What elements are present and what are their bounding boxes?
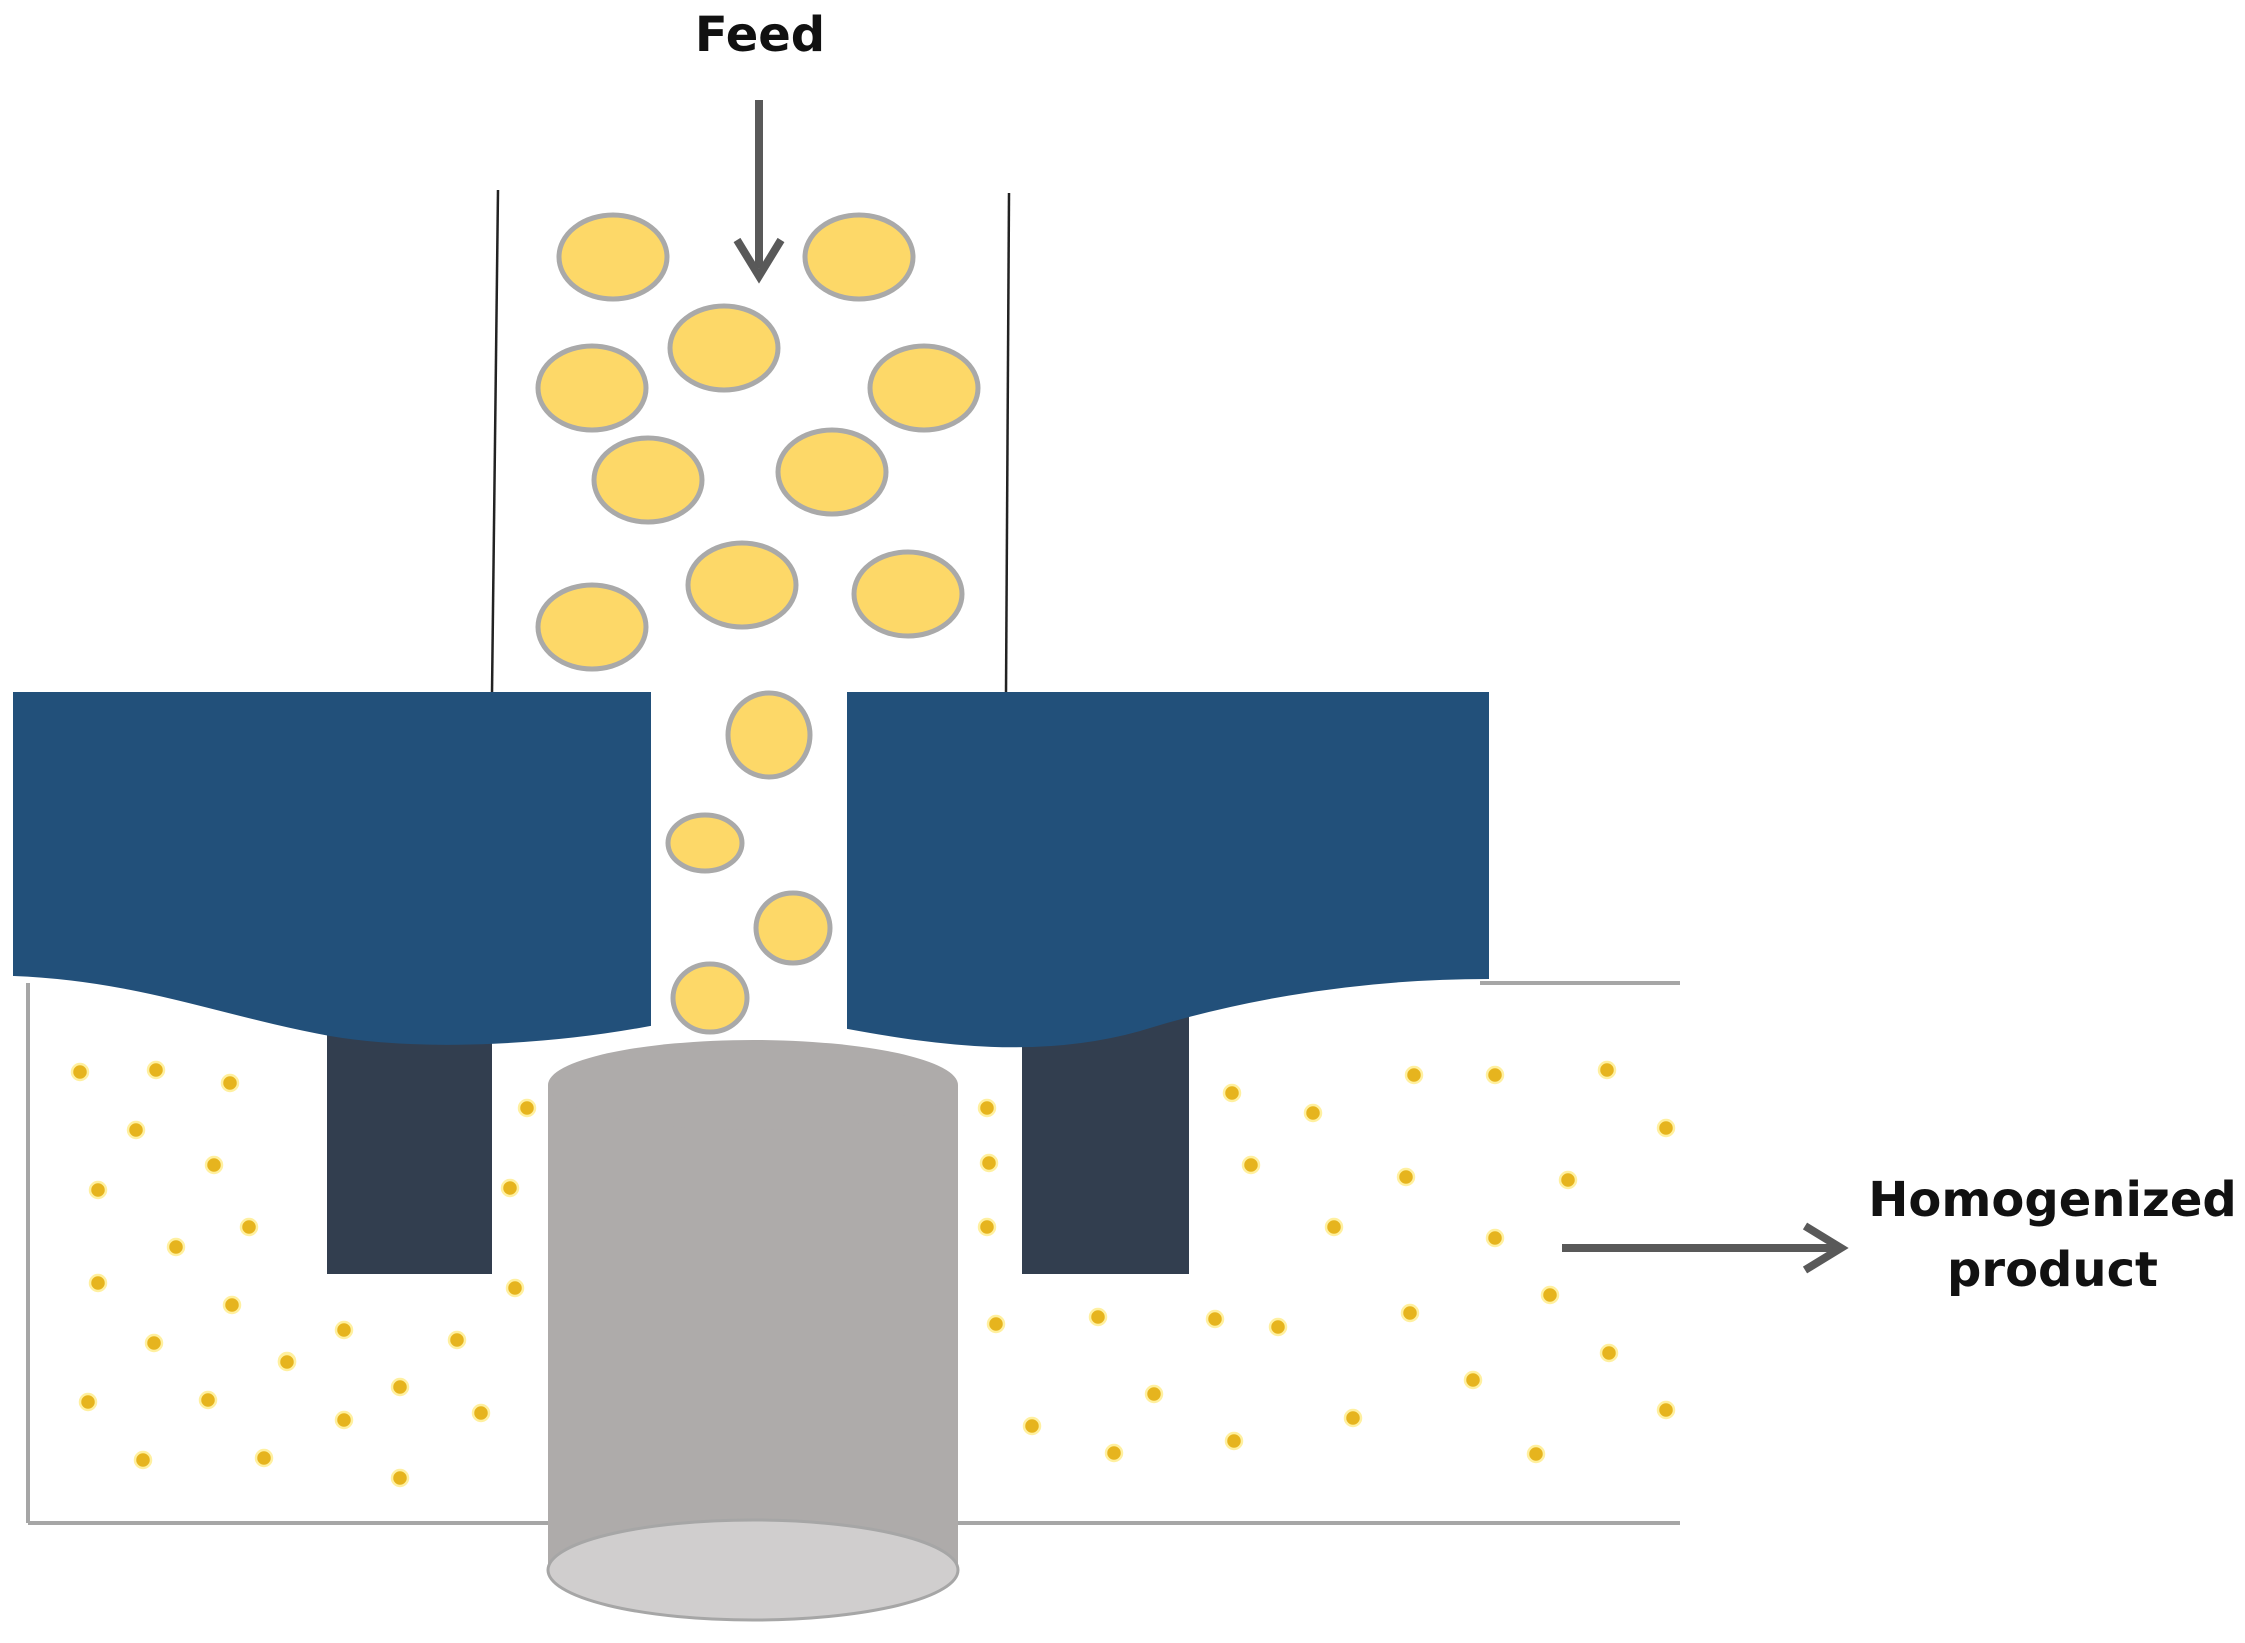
- small-droplet: [133, 1450, 153, 1470]
- product-label-line2: product: [1947, 1242, 2158, 1298]
- large-droplet: [667, 303, 781, 393]
- large-droplet: [685, 540, 799, 630]
- small-droplet: [239, 1217, 259, 1237]
- small-droplet: [1400, 1303, 1420, 1323]
- large-droplet: [535, 343, 649, 433]
- small-droplet: [166, 1237, 186, 1257]
- small-droplet: [1540, 1285, 1560, 1305]
- large-droplet: [591, 435, 705, 525]
- small-droplet: [986, 1314, 1006, 1334]
- valve-seat-left: [13, 692, 651, 1045]
- small-droplet: [977, 1217, 997, 1237]
- small-droplet: [220, 1073, 240, 1093]
- large-droplets-group: [535, 212, 981, 1035]
- large-droplet: [665, 812, 745, 874]
- valve-piston-body: [548, 1085, 958, 1570]
- small-droplet: [204, 1155, 224, 1175]
- small-droplet: [1396, 1167, 1416, 1187]
- valve-piston: [546, 1040, 960, 1622]
- valve-piston-base: [546, 1518, 960, 1622]
- small-droplet: [517, 1098, 537, 1118]
- small-droplet: [334, 1320, 354, 1340]
- small-droplet: [500, 1178, 520, 1198]
- small-droplet: [1022, 1416, 1042, 1436]
- small-droplet: [1268, 1317, 1288, 1337]
- small-droplet: [70, 1062, 90, 1082]
- small-droplet: [222, 1295, 242, 1315]
- outlet-chamber: [26, 981, 1680, 1525]
- large-droplet: [670, 961, 750, 1035]
- large-droplet: [725, 690, 813, 780]
- small-droplet: [1324, 1217, 1344, 1237]
- small-droplet: [1597, 1060, 1617, 1080]
- small-droplet: [1241, 1155, 1261, 1175]
- small-droplet: [146, 1060, 166, 1080]
- small-droplet: [390, 1377, 410, 1397]
- small-droplet: [447, 1330, 467, 1350]
- small-droplet: [979, 1153, 999, 1173]
- product-label-line1: Homogenized: [1868, 1172, 2237, 1228]
- small-droplet: [334, 1410, 354, 1430]
- small-droplet: [78, 1392, 98, 1412]
- small-droplet: [1205, 1309, 1225, 1329]
- small-droplet: [505, 1278, 525, 1298]
- small-droplet: [1656, 1400, 1676, 1420]
- impact-ring-right: [1022, 1017, 1189, 1274]
- small-droplet: [1404, 1065, 1424, 1085]
- large-droplet: [753, 890, 833, 966]
- small-droplet: [977, 1098, 997, 1118]
- small-droplet: [1463, 1370, 1483, 1390]
- small-droplet: [1485, 1228, 1505, 1248]
- small-droplet: [1144, 1384, 1164, 1404]
- small-droplet: [471, 1403, 491, 1423]
- small-droplet: [1343, 1408, 1363, 1428]
- small-droplet: [1558, 1170, 1578, 1190]
- small-droplet: [1088, 1307, 1108, 1327]
- small-droplet: [1104, 1443, 1124, 1463]
- arrow-right-icon: [1562, 1222, 1849, 1274]
- small-droplet: [1656, 1118, 1676, 1138]
- feed-pipe-right-wall: [1004, 192, 1011, 694]
- small-droplet: [1222, 1083, 1242, 1103]
- small-droplet: [126, 1120, 146, 1140]
- feed-pipe-left-wall: [490, 189, 500, 694]
- small-droplet: [1485, 1065, 1505, 1085]
- feed-label: Feed: [694, 7, 826, 63]
- small-droplet: [1224, 1431, 1244, 1451]
- valve-piston-top: [548, 1040, 958, 1130]
- small-droplet: [390, 1468, 410, 1488]
- small-droplet: [1599, 1343, 1619, 1363]
- large-droplet: [867, 343, 981, 433]
- small-droplet: [88, 1273, 108, 1293]
- small-droplet: [254, 1448, 274, 1468]
- small-droplet: [1303, 1103, 1323, 1123]
- small-droplet: [88, 1180, 108, 1200]
- large-droplet: [851, 549, 965, 639]
- large-droplet: [775, 427, 889, 517]
- valve-seat-right: [847, 692, 1489, 1048]
- feed-pipe: [490, 189, 1011, 694]
- homogenized-product-label: Homogenized product: [1860, 1165, 2245, 1305]
- arrow-down-icon: [733, 100, 785, 284]
- small-droplet: [1526, 1444, 1546, 1464]
- small-droplets-group: [70, 1060, 1676, 1488]
- large-droplet: [802, 212, 916, 302]
- small-droplet: [277, 1352, 297, 1372]
- small-droplet: [144, 1333, 164, 1353]
- small-droplet: [198, 1390, 218, 1410]
- large-droplet: [535, 582, 649, 672]
- impact-ring-left: [327, 1017, 492, 1274]
- large-droplet: [556, 212, 670, 302]
